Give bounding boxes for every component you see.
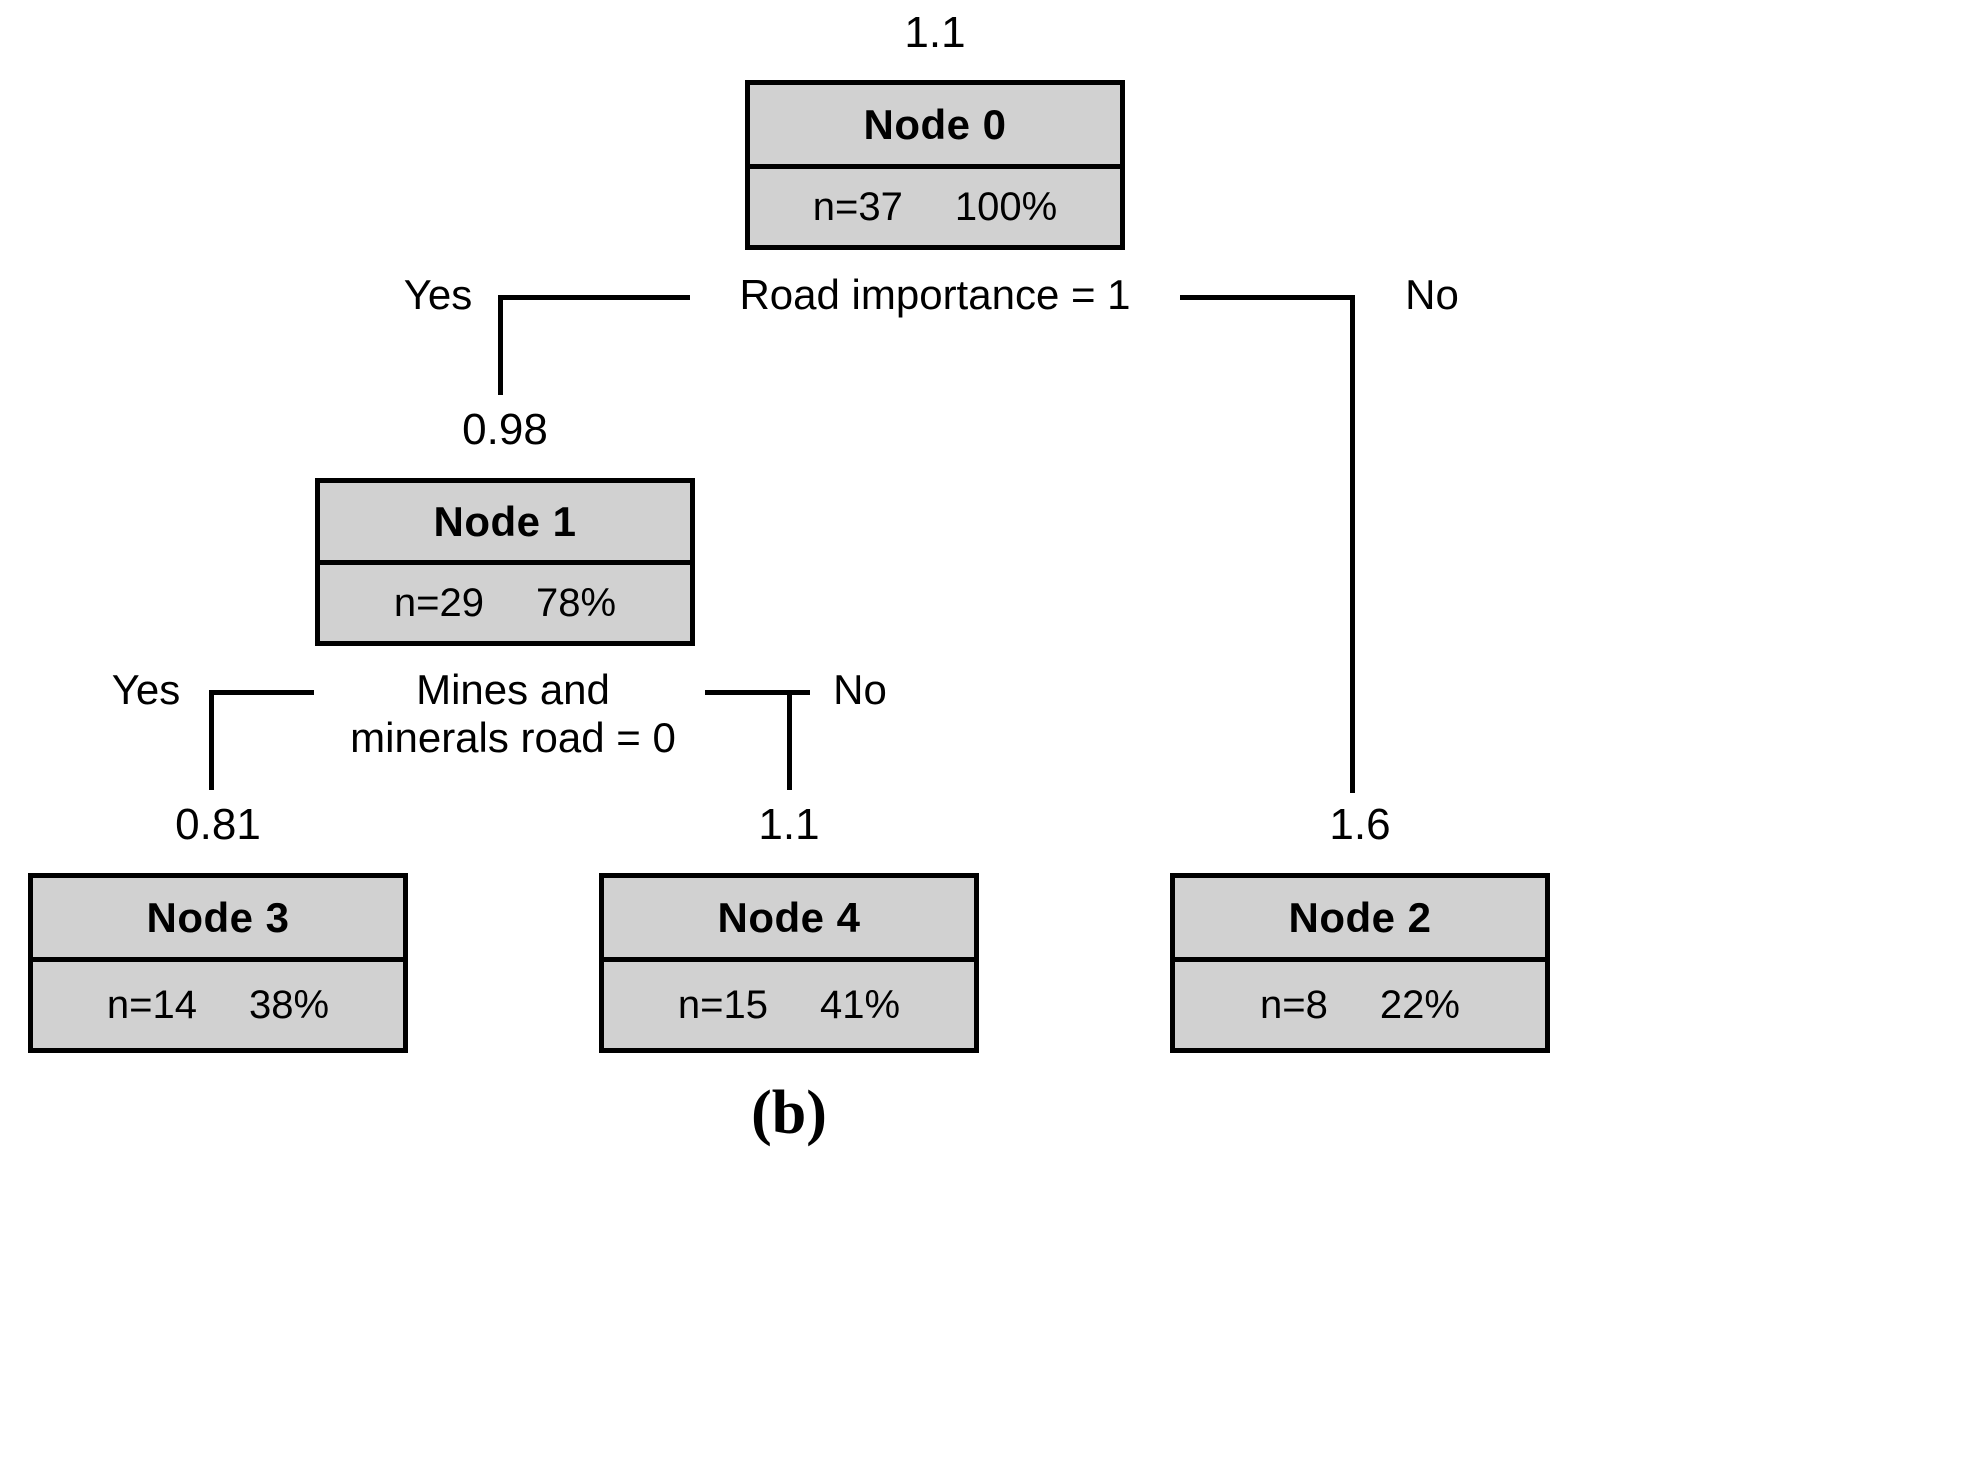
split1-no-connector-horizontal	[705, 690, 810, 695]
node3-value-label: 0.81	[175, 800, 261, 849]
node2-stats: n=8 22%	[1175, 962, 1545, 1048]
split1-yes-label: Yes	[111, 666, 181, 713]
node4-percent: 41%	[820, 982, 901, 1027]
split1-condition-line-1: Mines and	[416, 666, 610, 713]
split0-yes-connector-horizontal	[498, 295, 690, 300]
node2-percent: 22%	[1379, 982, 1460, 1027]
node4-value-label: 1.1	[758, 800, 820, 849]
split1-yes-connector-vertical	[209, 690, 214, 790]
node3-count: n=14	[106, 982, 198, 1027]
split0-no-label: No	[1405, 271, 1459, 318]
node4-count: n=15	[677, 982, 769, 1027]
split1-condition-line-2: minerals road = 0	[350, 714, 676, 762]
node2-value-label: 1.6	[1329, 800, 1391, 849]
node1-percent: 78%	[536, 580, 617, 625]
node4-header: Node 4	[604, 878, 974, 962]
node-node3[interactable]: Node 3 n=14 38%	[28, 873, 408, 1053]
node0-count: n=37	[812, 184, 903, 229]
node0-value-label: 1.1	[904, 8, 966, 57]
node3-stats: n=14 38%	[33, 962, 403, 1048]
node-node2[interactable]: Node 2 n=8 22%	[1170, 873, 1550, 1053]
node2-count: n=8	[1260, 982, 1328, 1027]
split1-no-label: No	[833, 666, 887, 713]
node-node4[interactable]: Node 4 n=15 41%	[599, 873, 979, 1053]
split0-no-connector-vertical	[1350, 295, 1355, 793]
split0-yes-label: Yes	[403, 271, 473, 318]
node4-stats: n=15 41%	[604, 962, 974, 1048]
node3-header: Node 3	[33, 878, 403, 962]
node2-header: Node 2	[1175, 878, 1545, 962]
node-node1[interactable]: Node 1 n=29 78%	[315, 478, 695, 646]
node1-value-label: 0.98	[462, 405, 548, 454]
node-node0[interactable]: Node 0 n=37 100%	[745, 80, 1125, 250]
split1-condition: Mines and minerals road = 0	[333, 666, 693, 763]
split0-no-connector-horizontal	[1180, 295, 1355, 300]
split1-yes-connector-horizontal	[209, 690, 314, 695]
node1-stats: n=29 78%	[320, 565, 690, 641]
split0-condition: Road importance = 1	[739, 271, 1131, 318]
split1-no-connector-vertical	[787, 690, 792, 790]
node0-stats: n=37 100%	[750, 169, 1120, 245]
figure-caption: (b)	[751, 1079, 827, 1147]
node0-header: Node 0	[750, 85, 1120, 169]
node0-percent: 100%	[954, 184, 1058, 229]
node1-header: Node 1	[320, 483, 690, 565]
node1-count: n=29	[393, 580, 485, 625]
node3-percent: 38%	[249, 982, 330, 1027]
split0-yes-connector-vertical	[498, 295, 503, 395]
